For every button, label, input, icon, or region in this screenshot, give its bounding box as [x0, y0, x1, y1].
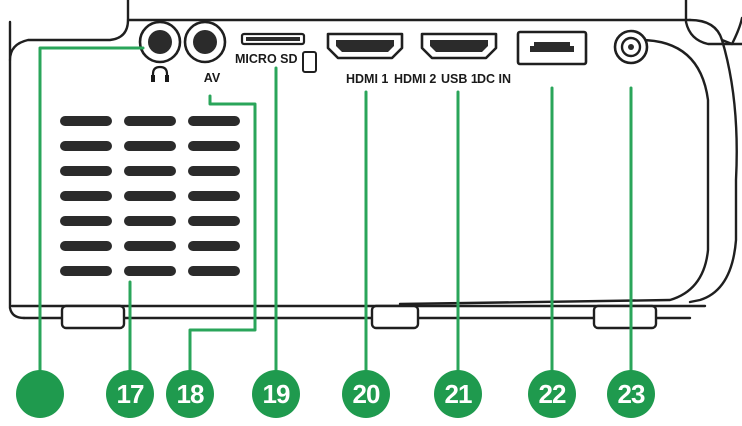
vent-slot — [188, 116, 240, 126]
callout-number-av: 18 — [177, 379, 204, 409]
vent-slot — [60, 141, 112, 151]
callout-number-hdmi1: 20 — [353, 379, 380, 409]
leader-line-headphone — [38, 46, 145, 374]
callout-circle-hdmi1 — [342, 370, 390, 418]
usb1-port — [516, 30, 588, 66]
device-feet — [60, 304, 658, 330]
vent-slot — [124, 216, 176, 226]
vent-slot — [60, 266, 112, 276]
vent-slot — [124, 241, 176, 251]
headphone-jack — [138, 20, 182, 64]
callout-circle-hdmi2 — [434, 370, 482, 418]
vent-slot — [124, 116, 176, 126]
usb1-port-tongue — [530, 42, 574, 52]
micro-sd-slot-opening — [246, 37, 300, 41]
top-left-corner — [8, 0, 130, 62]
foot-center — [370, 304, 420, 330]
vent-slot — [124, 141, 176, 151]
callout-circle-headphone — [16, 370, 64, 418]
left-edge — [8, 58, 26, 320]
vent-slot — [188, 266, 240, 276]
av-label: AV — [204, 71, 221, 85]
vent-slot — [188, 166, 240, 176]
callout-circle-vent — [106, 370, 154, 418]
vent-slot — [60, 241, 112, 251]
inner-panel-line — [398, 38, 710, 306]
vent-slot — [60, 166, 112, 176]
callout-circle-av — [166, 370, 214, 418]
dc-in-jack-pin — [628, 44, 634, 50]
callout-circle-usb1 — [528, 370, 576, 418]
top-right-inner — [684, 0, 742, 46]
micro-sd-label: MICRO SD — [235, 52, 298, 66]
vent-slot — [188, 191, 240, 201]
vent-slot — [188, 141, 240, 151]
port-label-row: HDMI 1 HDMI 2 USB 1 DC IN — [346, 72, 511, 86]
usb1-label: USB 1 — [441, 72, 478, 86]
usb1-port-tab-right — [570, 42, 574, 46]
vent-slot — [60, 216, 112, 226]
callout-number-dc-in: 23 — [618, 379, 645, 409]
hdmi1-port — [326, 32, 404, 60]
callout-circle-micro-sd — [252, 370, 300, 418]
leader-lines — [38, 46, 633, 374]
vent-grille — [60, 116, 240, 276]
right-edge — [688, 38, 738, 304]
av-jack-inner — [193, 30, 217, 54]
av-jack — [183, 20, 227, 64]
hdmi2-port-pins — [430, 40, 488, 52]
micro-sd-slot — [240, 32, 317, 73]
vent-slot — [124, 191, 176, 201]
vent-slot — [188, 216, 240, 226]
callout-number-micro-sd: 19 — [263, 379, 290, 409]
vent-slot — [124, 266, 176, 276]
vent-slot — [60, 191, 112, 201]
headphone-icon — [151, 65, 169, 82]
hdmi2-port — [420, 32, 498, 60]
vent-slot — [188, 241, 240, 251]
dc-in-label: DC IN — [477, 72, 511, 86]
foot-left — [60, 304, 126, 330]
foot-right — [592, 304, 658, 330]
dc-in-jack — [613, 29, 649, 65]
hdmi1-port-pins — [336, 40, 394, 52]
callout-markers: 17 18 19 20 21 22 23 — [16, 370, 655, 418]
vent-slot — [124, 166, 176, 176]
hdmi2-label: HDMI 2 — [394, 72, 436, 86]
leader-line-av — [188, 94, 257, 374]
callout-number-usb1: 22 — [539, 379, 566, 409]
vent-slot — [60, 116, 112, 126]
headphone-jack-inner — [148, 30, 172, 54]
hdmi1-label: HDMI 1 — [346, 72, 388, 86]
usb1-port-tab-left — [530, 42, 534, 46]
callout-number-hdmi2: 21 — [445, 379, 472, 409]
callout-circle-dc-in — [607, 370, 655, 418]
sd-card-icon — [302, 51, 317, 73]
top-right-corner — [688, 16, 742, 46]
device-body — [8, 0, 742, 320]
callout-number-vent: 17 — [117, 379, 144, 409]
